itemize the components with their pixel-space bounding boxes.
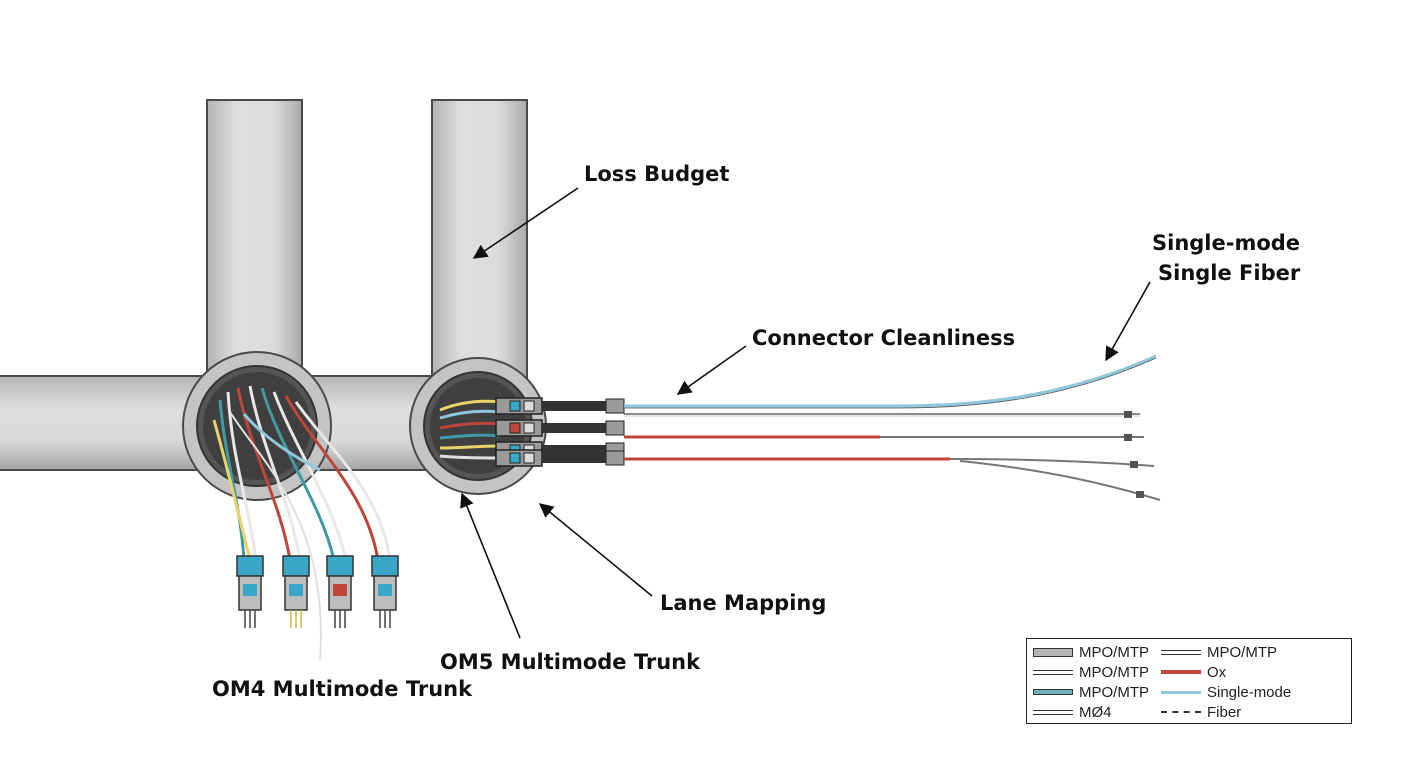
mpo-connector-stack <box>495 397 625 467</box>
label-lane-mapping: Lane Mapping <box>660 591 827 615</box>
legend-label: MPO/MTP <box>1079 643 1149 661</box>
legend-item: MPO/MTP <box>1033 682 1149 702</box>
label-om4-trunk: OM4 Multimode Trunk <box>212 677 473 701</box>
legend-item: MPO/MTP <box>1161 642 1277 662</box>
legend-label: Ox <box>1207 663 1227 681</box>
om5-fiber-bundle <box>439 399 501 460</box>
legend-item: Fiber <box>1161 702 1241 722</box>
legend-swatch <box>1033 647 1073 657</box>
arrow-lane-mapping <box>538 503 653 597</box>
legend-label: Fiber <box>1207 703 1242 721</box>
legend-swatch <box>1161 670 1201 674</box>
legend-item: Single-mode <box>1161 682 1291 702</box>
legend-swatch <box>1033 689 1073 695</box>
legend-box: MPO/MTP MPO/MTP MPO/MTP Ox MPO/MTP Singl… <box>1026 638 1352 724</box>
om4-fiber-bundle <box>212 385 392 661</box>
arrow-single-mode <box>1105 281 1151 362</box>
arrow-om5-trunk <box>460 492 521 639</box>
legend-swatch <box>1161 711 1201 713</box>
legend-label: MPO/MTP <box>1079 663 1149 681</box>
label-loss-budget: Loss Budget <box>584 162 730 186</box>
legend-label: MPO/MTP <box>1079 683 1149 701</box>
legend-item: Ox <box>1161 662 1226 682</box>
legend-item: MØ4 <box>1033 702 1112 722</box>
legend-label: MPO/MTP <box>1207 643 1277 661</box>
arrow-loss-budget <box>472 187 579 259</box>
legend-item: MPO/MTP <box>1033 662 1149 682</box>
legend-swatch <box>1033 669 1073 675</box>
legend-label: MØ4 <box>1079 703 1112 721</box>
legend-label: Single-mode <box>1207 683 1292 701</box>
label-om5-trunk: OM5 Multimode Trunk <box>440 650 701 674</box>
label-single-mode-line1: Single-mode <box>1152 231 1301 255</box>
legend-item: MPO/MTP <box>1033 642 1149 662</box>
conduit-vertical-right <box>431 99 528 401</box>
label-connector-cleanliness: Connector Cleanliness <box>752 326 1016 350</box>
label-single-mode-line2: Single Fiber <box>1158 261 1301 285</box>
arrow-connector-cleanliness <box>676 345 747 395</box>
callout-arrows <box>460 187 1151 639</box>
om4-connectors <box>236 555 399 628</box>
outgoing-fibers <box>624 354 1161 501</box>
legend-swatch <box>1033 709 1073 715</box>
legend-swatch <box>1161 649 1201 655</box>
legend-swatch <box>1161 690 1201 694</box>
